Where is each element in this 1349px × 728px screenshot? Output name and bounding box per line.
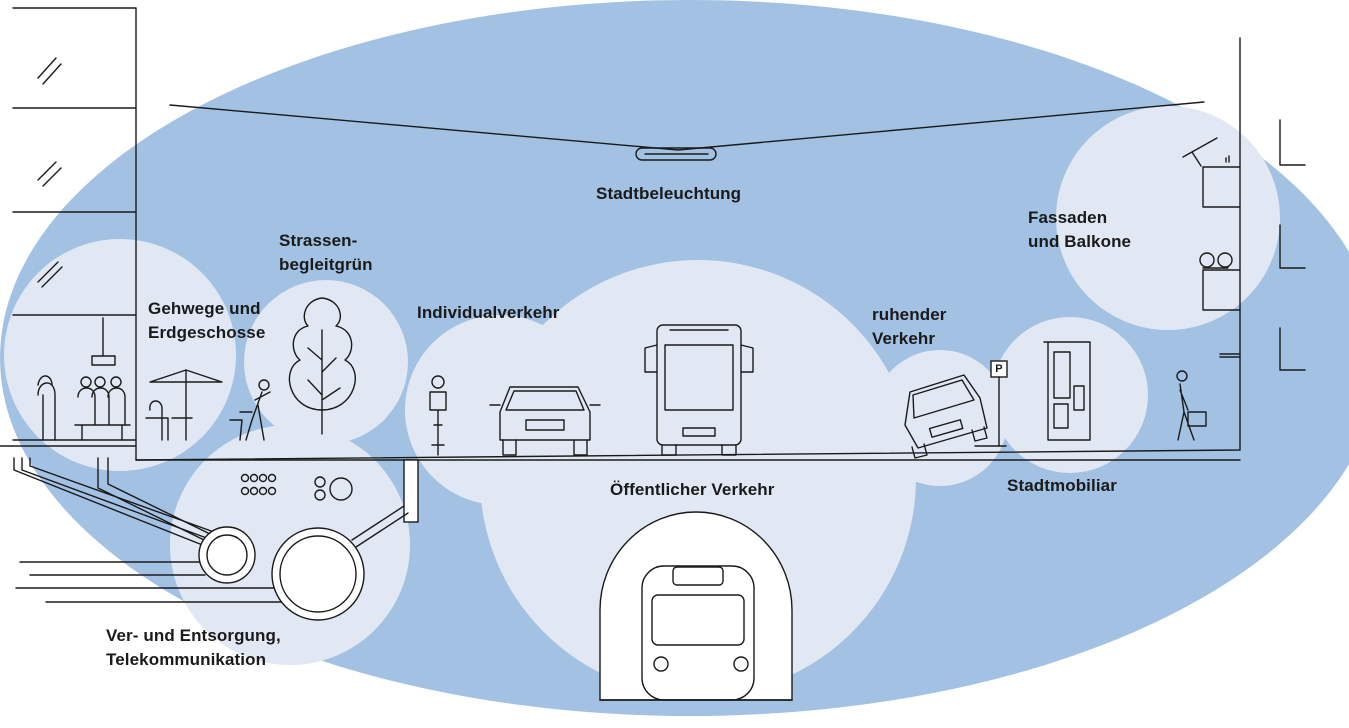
cafe-people-icon: [37, 317, 131, 441]
building-facade-icon: [12, 7, 137, 461]
car-front-icon: [489, 386, 601, 456]
parked-car-icon: [904, 374, 988, 459]
umbrella-table-icon: [145, 369, 223, 441]
balcony-plant-icon: [1199, 166, 1241, 311]
oeffentlicher-verkehr-bubble: [480, 260, 916, 696]
ground-line: [0, 445, 1241, 523]
strassenbegleitgruen-label-line2: begleitgrün: [279, 255, 373, 274]
ruhender-verkehr-label-line2: Verkehr: [872, 329, 936, 348]
parking-sign-icon: [974, 360, 1008, 447]
gehwege-bubble: [4, 239, 236, 471]
ruhender-verkehr-bubble: [872, 350, 1008, 486]
gehwege-label-line2: Erdgeschosse: [148, 323, 266, 342]
right-building-facade: [135, 37, 1306, 461]
fassaden-label-line2: und Balkone: [1028, 232, 1132, 251]
cable-bundle-icon: [240, 473, 277, 496]
stadtbeleuchtung-label: Stadtbeleuchtung: [596, 184, 742, 203]
subway-train-icon: [599, 511, 793, 701]
ruhender-verkehr-label: ruhender Verkehr: [872, 303, 946, 351]
stadtmobiliar-label: Stadtmobiliar: [1007, 476, 1117, 495]
parking-sign-label: P: [995, 363, 1003, 375]
versorgung-label-line1: Ver- und Entsorgung,: [106, 626, 281, 645]
versorgung-label-line2: Telekommunikation: [106, 650, 267, 669]
gehwege-label-line1: Gehwege und: [148, 299, 261, 318]
gehwege-label: Gehwege und Erdgeschosse: [148, 297, 265, 345]
tree-icon: [288, 297, 356, 435]
versorgung-label: Ver- und Entsorgung, Telekommunikation: [106, 624, 281, 672]
fassaden-label: Fassaden und Balkone: [1028, 206, 1131, 254]
ruhender-verkehr-label-line1: ruhender: [872, 305, 947, 324]
individualverkehr-label: Individualverkehr: [417, 303, 560, 322]
cyclist-icon: [429, 375, 447, 456]
strassengruen-bubble: [244, 280, 408, 444]
satellite-dish-icon: [1182, 137, 1230, 167]
strassenbegleitgruen-label: Strassen- begleitgrün: [279, 229, 373, 277]
fassaden-bubble: [1056, 106, 1280, 330]
kiosk-icon: [1043, 341, 1091, 441]
utility-pipe-icon: [13, 457, 409, 621]
street-lamp-icon: [169, 101, 1205, 161]
oeffentlicher-verkehr-label: Öffentlicher Verkehr: [610, 480, 775, 499]
bus-front-icon: [644, 324, 754, 456]
fassaden-label-line1: Fassaden: [1028, 208, 1108, 227]
pedestrian-icon: [229, 379, 271, 441]
walking-person-icon: [1176, 370, 1207, 441]
strassenbegleitgruen-label-line1: Strassen-: [279, 231, 358, 250]
